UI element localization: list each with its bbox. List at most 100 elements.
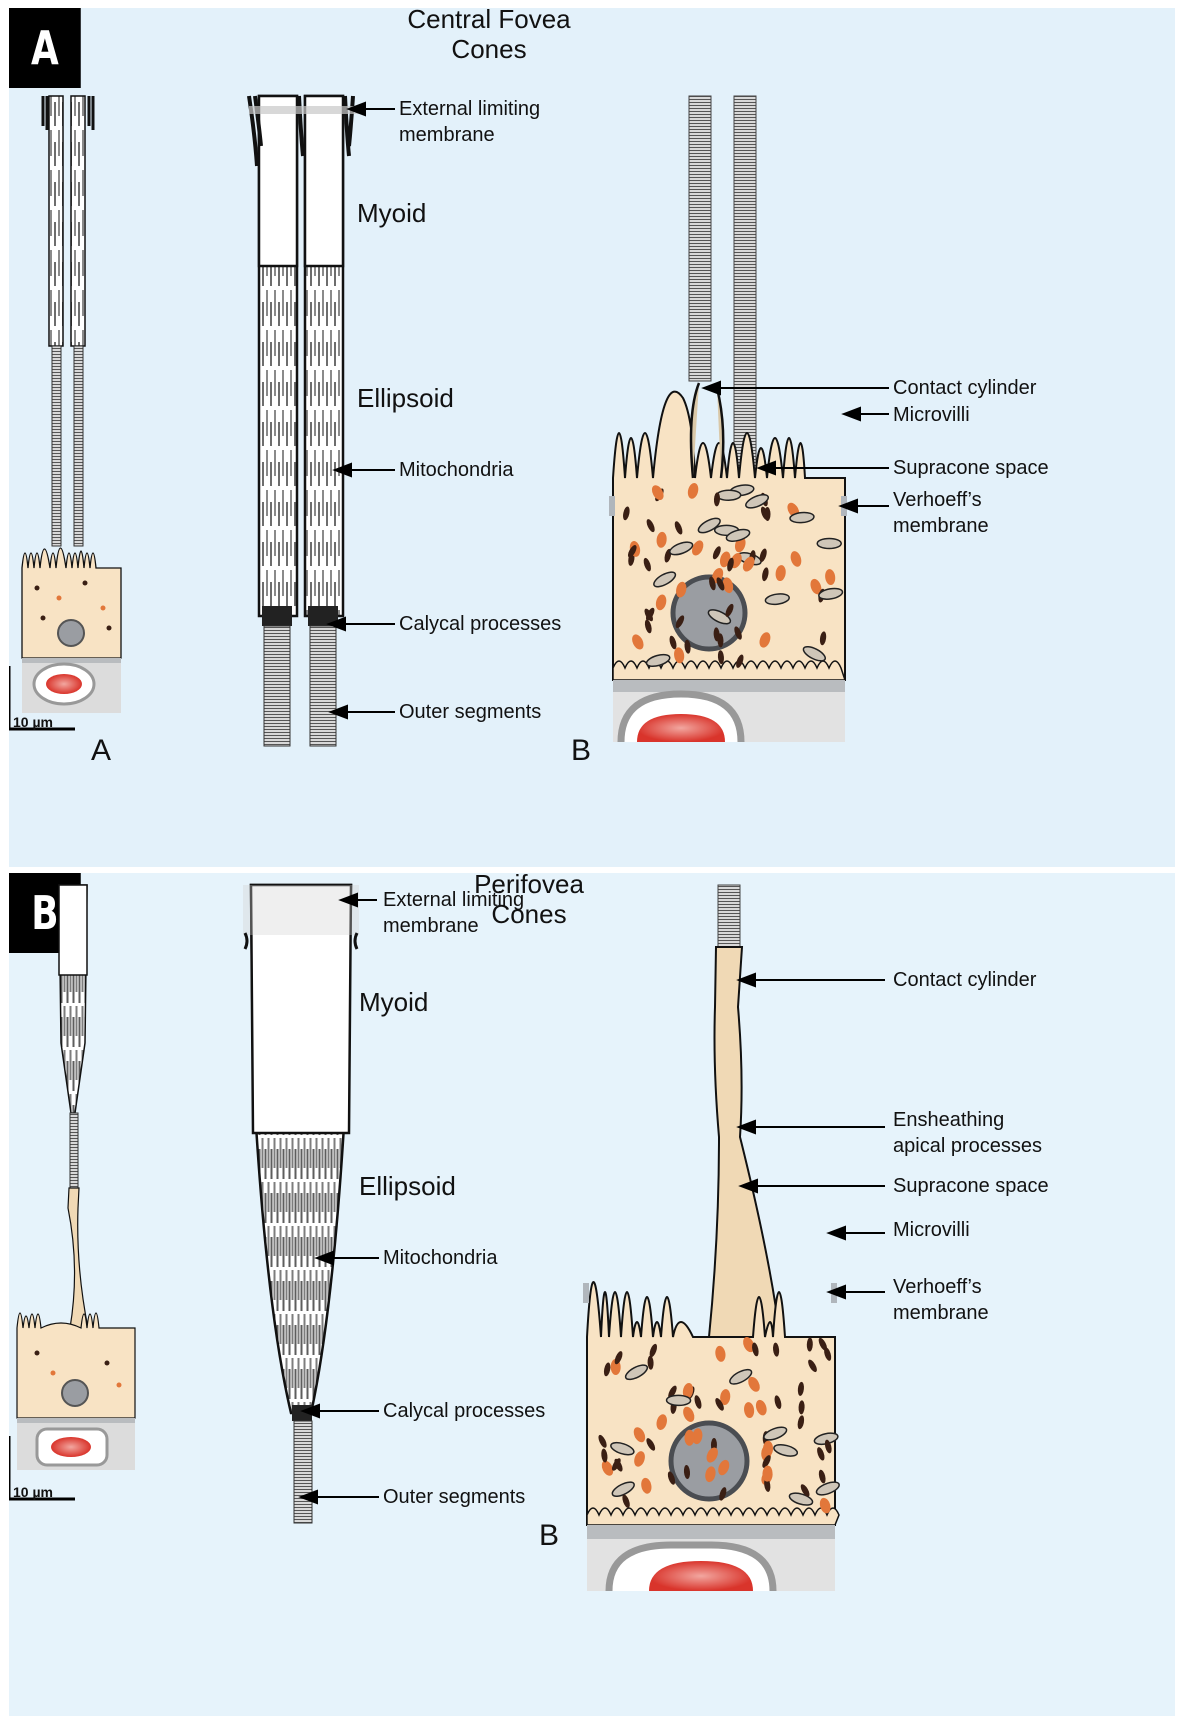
organelle bbox=[598, 1434, 607, 1448]
organelle bbox=[611, 1458, 621, 1471]
scale-bar-b bbox=[9, 1436, 75, 1501]
rpe-detail bbox=[609, 95, 847, 743]
organelle bbox=[825, 569, 836, 586]
organelle bbox=[718, 1459, 730, 1476]
organelle bbox=[683, 1406, 695, 1422]
panel-b-title-line2: Cones bbox=[491, 899, 567, 929]
organelle bbox=[684, 639, 691, 654]
organelle bbox=[713, 492, 720, 507]
organelle bbox=[819, 1497, 831, 1514]
organelle bbox=[817, 1447, 825, 1461]
panel-central-fovea: A Central Fovea Cones bbox=[9, 8, 1175, 867]
organelle bbox=[789, 511, 815, 524]
label-external-limiting-membrane: External limiting membrane bbox=[399, 96, 540, 148]
organelle bbox=[715, 489, 742, 501]
label-verhoeff-b-line1: Verhoeff’s bbox=[893, 1276, 982, 1298]
organelle bbox=[641, 1477, 652, 1494]
label-myoid-b: Myoid bbox=[359, 987, 429, 1017]
organelle bbox=[729, 1368, 753, 1385]
organelle bbox=[715, 1398, 724, 1411]
organelle bbox=[818, 1469, 826, 1484]
organelle bbox=[634, 1451, 645, 1467]
label-verhoeff-line1: Verhoeff’s bbox=[893, 489, 982, 511]
organelle bbox=[824, 1347, 832, 1361]
organelle bbox=[611, 1481, 635, 1497]
organelle bbox=[798, 1400, 805, 1415]
panel-a-drawing bbox=[9, 94, 889, 747]
organelle bbox=[763, 1426, 788, 1441]
panel-a-title-line2: Cones bbox=[451, 34, 527, 64]
organelle bbox=[762, 567, 769, 582]
organelle bbox=[716, 577, 725, 591]
organelle bbox=[818, 587, 844, 600]
organelle bbox=[601, 1460, 614, 1476]
organelle bbox=[773, 1342, 780, 1357]
scale-bar-label-a: 10 µm bbox=[13, 714, 53, 730]
label-contact-cylinder-b: Contact cylinder bbox=[893, 969, 1037, 991]
panel-badge-a: A bbox=[9, 8, 81, 88]
organelle bbox=[806, 1337, 813, 1352]
organelle bbox=[687, 483, 699, 499]
organelle bbox=[802, 646, 827, 662]
organelle bbox=[676, 581, 687, 598]
organelle bbox=[646, 1438, 656, 1451]
panel-b-title: Perifovea Cones bbox=[429, 873, 629, 929]
label-microvilli-b: Microvilli bbox=[893, 1219, 970, 1241]
organelle bbox=[819, 631, 827, 646]
organelle bbox=[614, 1351, 623, 1365]
organelle bbox=[632, 634, 644, 650]
label-outer-segments: Outer segments bbox=[399, 701, 542, 723]
organelle bbox=[712, 546, 721, 560]
organelle bbox=[824, 1439, 832, 1454]
organelle bbox=[762, 1465, 773, 1482]
organelle bbox=[665, 1394, 692, 1407]
label-contact-cylinder: Contact cylinder bbox=[893, 377, 1037, 399]
organelle bbox=[649, 1343, 658, 1358]
organelle bbox=[645, 653, 671, 668]
organelle bbox=[656, 531, 667, 548]
organelle bbox=[645, 607, 655, 621]
organelle bbox=[655, 594, 667, 611]
organelle bbox=[752, 1342, 759, 1357]
organelle bbox=[727, 557, 734, 572]
organelle bbox=[668, 1385, 677, 1399]
organelle bbox=[760, 506, 769, 520]
organelle bbox=[643, 557, 651, 572]
label-ensheathing-line2: apical processes bbox=[893, 1135, 1042, 1157]
label-verhoeffs-membrane-b: Verhoeff’s membrane bbox=[893, 1274, 989, 1326]
organelle bbox=[603, 1362, 611, 1377]
label-elm-line2: membrane bbox=[399, 124, 495, 146]
label-supracone-space-b: Supracone space bbox=[893, 1175, 1049, 1197]
organelle bbox=[623, 506, 630, 521]
organelle bbox=[748, 1376, 760, 1392]
organelle bbox=[675, 615, 685, 629]
organelle bbox=[705, 1466, 716, 1483]
organelle bbox=[633, 1427, 646, 1443]
organelle bbox=[622, 1494, 630, 1508]
organelle bbox=[627, 545, 637, 558]
label-mitochondria: Mitochondria bbox=[399, 459, 514, 481]
organelle bbox=[682, 1382, 694, 1399]
panel-b-leader-lines bbox=[298, 892, 885, 1505]
organelle bbox=[759, 632, 771, 648]
scale-bar-a bbox=[9, 666, 75, 731]
organelle bbox=[669, 541, 694, 556]
sublabel-b-right: B bbox=[539, 1519, 560, 1552]
organelle bbox=[734, 626, 742, 640]
label-mitochondria-b: Mitochondria bbox=[383, 1247, 498, 1269]
thumbnail-rpe-cell bbox=[21, 547, 122, 713]
organelle bbox=[706, 1447, 718, 1463]
label-elm-line1: External limiting bbox=[399, 98, 541, 120]
panel-b-drawing bbox=[9, 883, 885, 1592]
rpe-organelles-a bbox=[623, 483, 844, 668]
label-verhoeff-b-line2: membrane bbox=[893, 1302, 989, 1324]
organelle bbox=[743, 1337, 755, 1353]
organelle bbox=[717, 633, 724, 648]
sublabel-a-right: B bbox=[571, 734, 592, 767]
panel-b-title-line1: Perifovea bbox=[474, 873, 584, 899]
thumbnail-cone-pair bbox=[41, 95, 95, 547]
rpe-organelles-b bbox=[598, 1337, 840, 1514]
organelle bbox=[715, 1345, 726, 1362]
organelle bbox=[719, 1487, 727, 1501]
organelle bbox=[601, 1448, 608, 1463]
